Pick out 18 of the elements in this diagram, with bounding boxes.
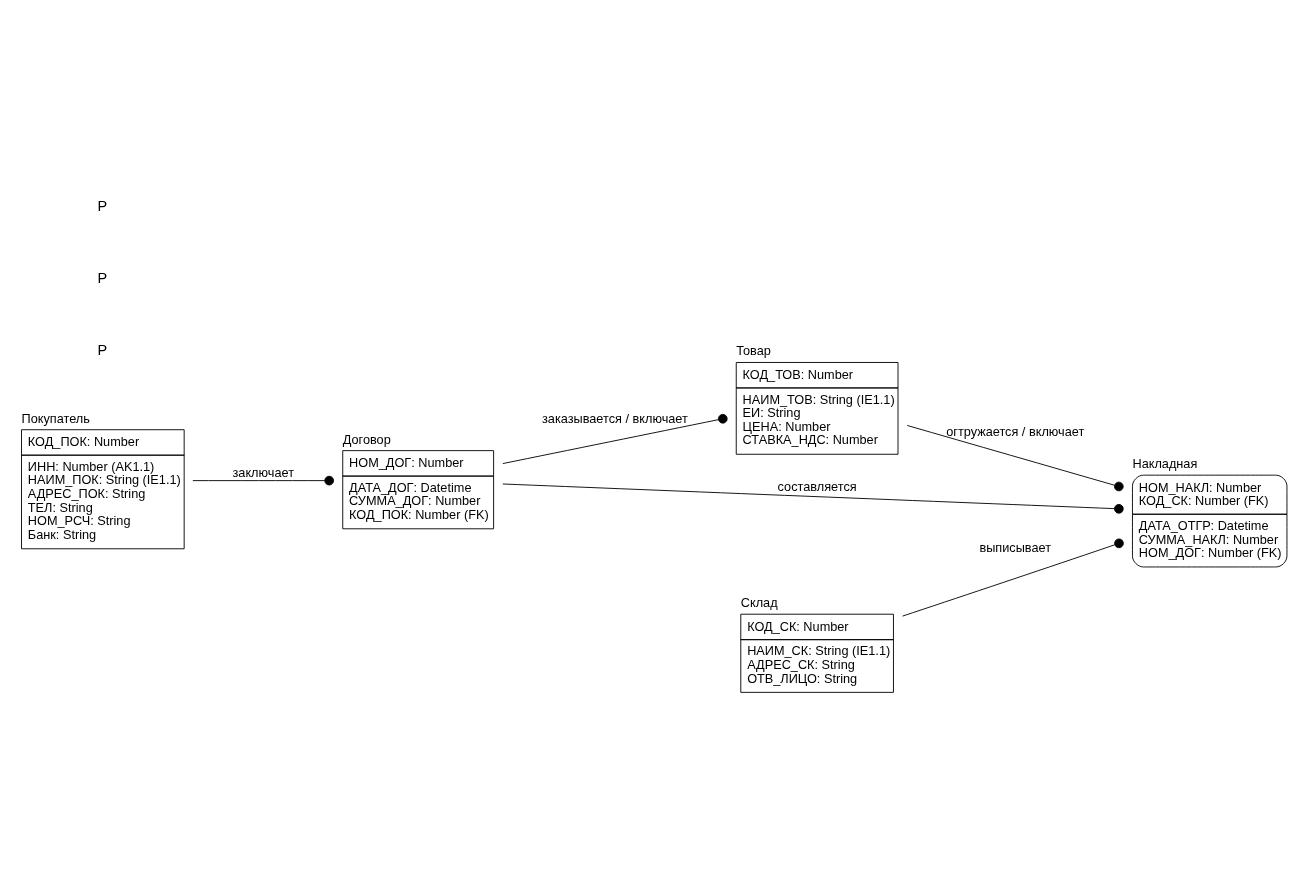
connector (502, 483, 1124, 514)
connector (192, 475, 334, 486)
edge-label: заказывается / включает (542, 410, 688, 426)
edge-label: огтружается / включает (946, 424, 1085, 440)
node-label: Договор (342, 431, 391, 447)
label: P (97, 198, 108, 215)
edge-label: составляется (777, 478, 857, 494)
node-label: Покупатель (21, 410, 90, 426)
edge-label: заключает (232, 465, 294, 481)
node-label: Накладная (1132, 456, 1198, 472)
connector (906, 425, 1124, 492)
label: P (97, 342, 108, 359)
edge-label: выписывает (979, 539, 1052, 555)
node-label: Склад (740, 595, 778, 611)
connector (902, 538, 1124, 617)
connector (502, 413, 728, 465)
node-label: Товар (736, 343, 771, 359)
label: P (97, 270, 108, 287)
